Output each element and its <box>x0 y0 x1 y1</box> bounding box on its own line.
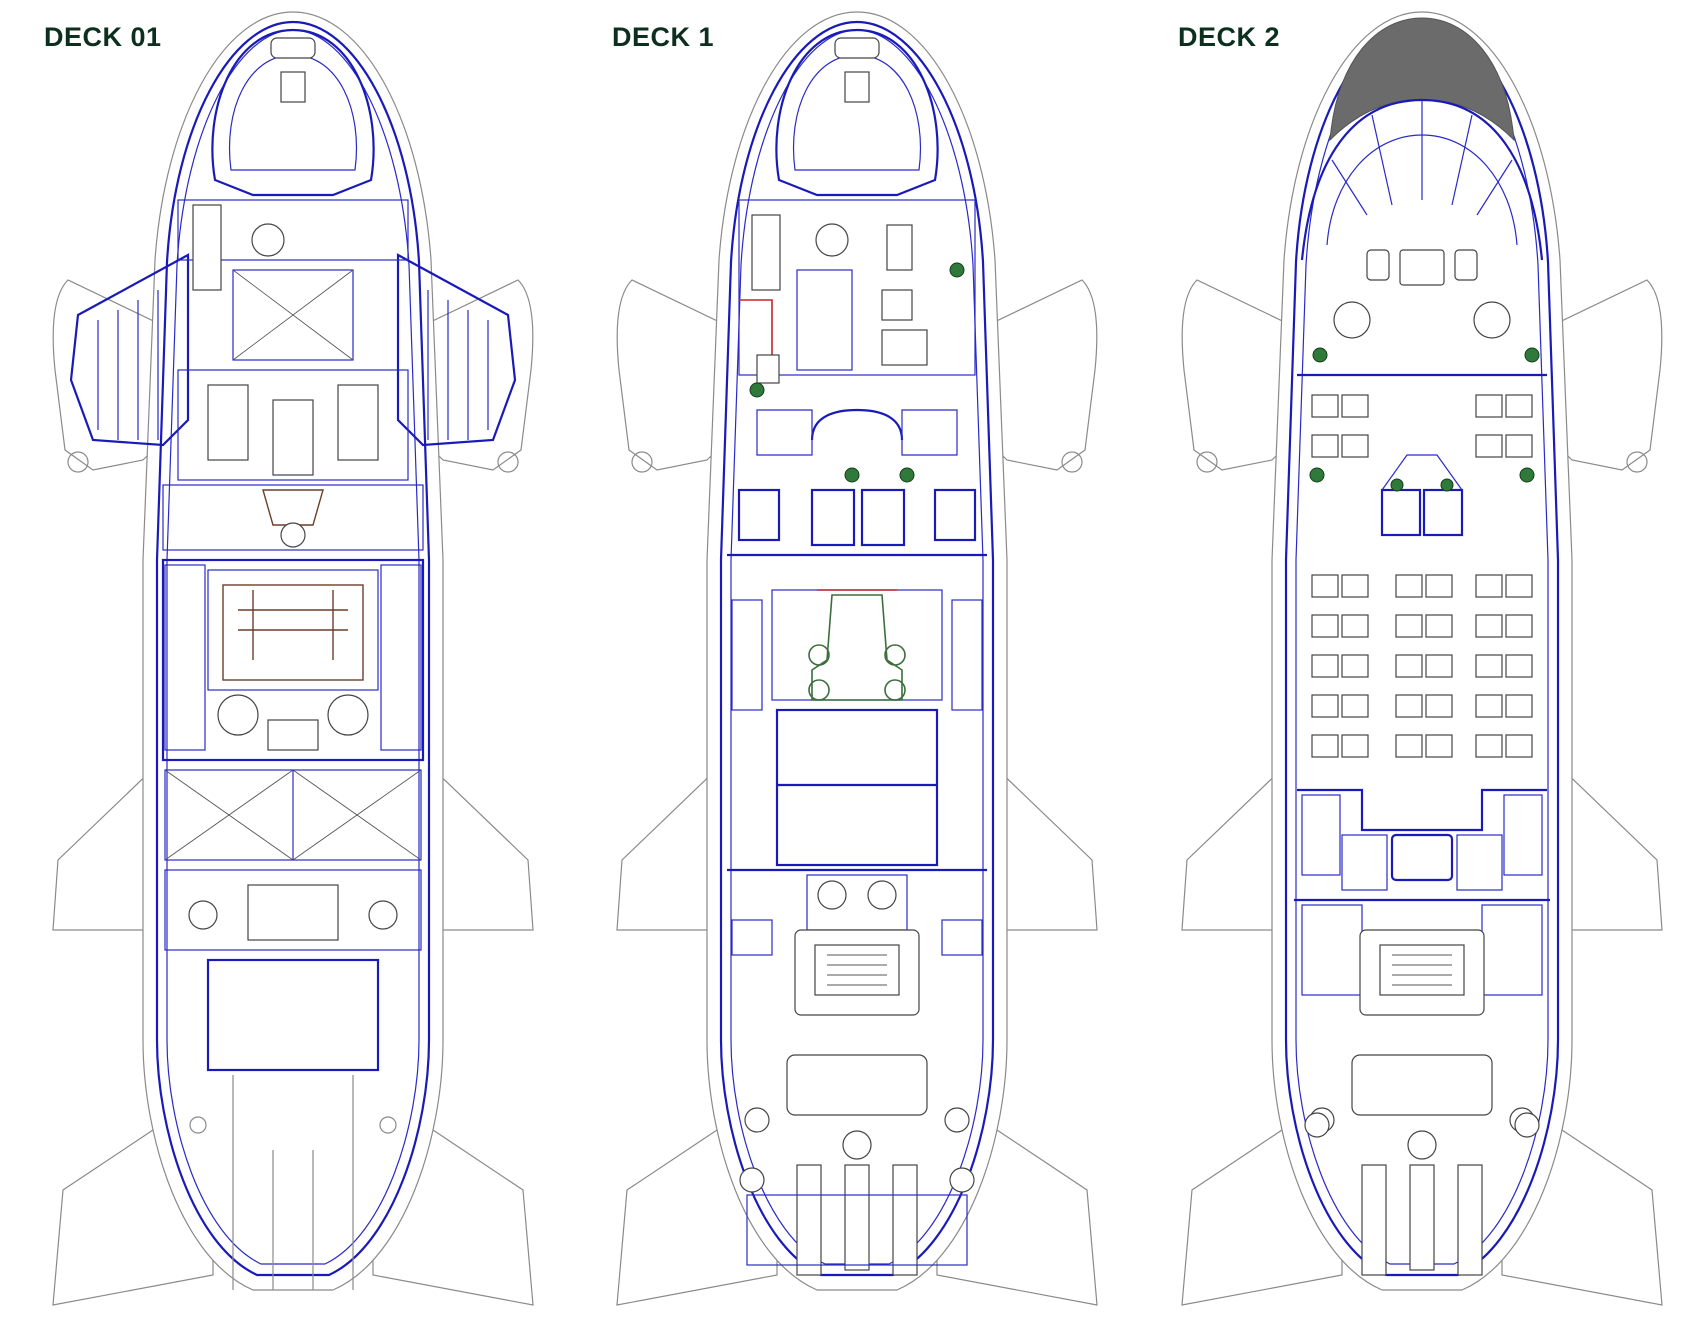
deck-01-label: DECK 01 <box>44 22 162 52</box>
deck-01-plan <box>52 10 534 1306</box>
deck-1-label: DECK 1 <box>612 22 715 52</box>
deck-2-label: DECK 2 <box>1178 22 1281 52</box>
deck-1-plan <box>616 10 1098 1306</box>
deck-2-plan <box>1181 10 1663 1306</box>
